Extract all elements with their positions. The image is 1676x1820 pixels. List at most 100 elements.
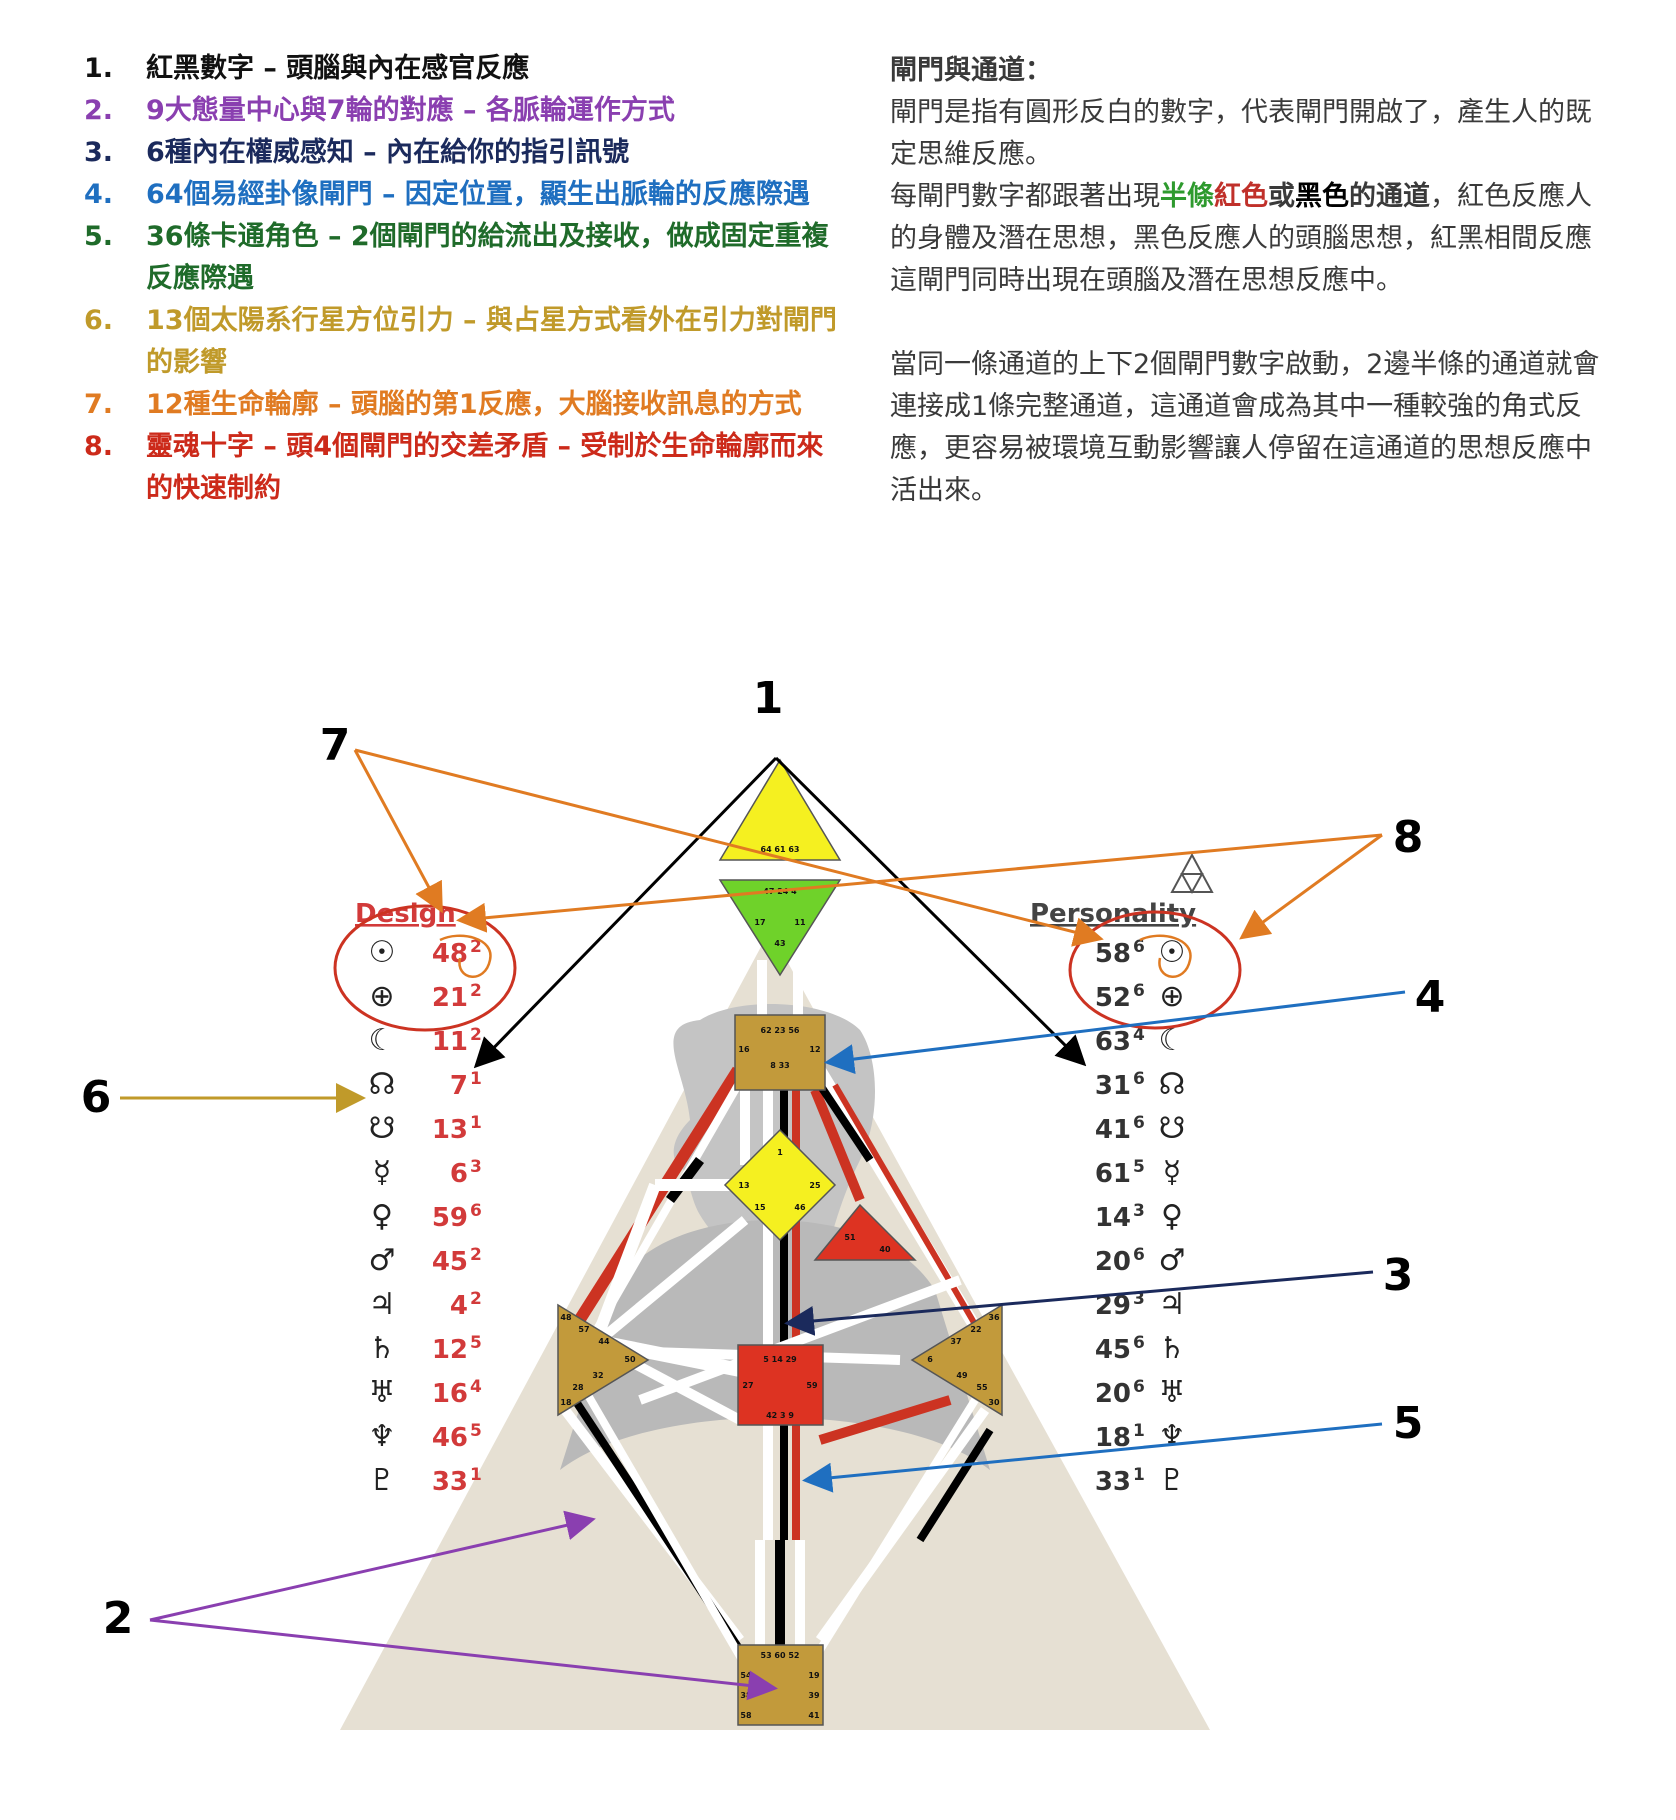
legend-item-text: 靈魂十字 – 頭4個閘門的交差矛盾 – 受制於生命輪廓而來的快速制約 <box>146 431 824 504</box>
gates-sacral-top: 5 14 29 <box>763 1355 797 1364</box>
gates-throat-mid: 8 33 <box>770 1061 789 1070</box>
personality-highlight-ellipse <box>1068 910 1242 1030</box>
design-line: 1 <box>470 1465 482 1485</box>
gates-spleen-d: 50 <box>624 1355 636 1364</box>
gates-head: 64 61 63 <box>761 845 800 854</box>
design-line: 1 <box>470 1069 482 1089</box>
design-gate: 6 <box>450 1159 468 1189</box>
explanation-paragraph-1: 閘門是指有圓形反白的數字，代表閘門開啟了，產生人的既定思維反應。 <box>890 97 1592 170</box>
gates-solar-c: 37 <box>950 1337 961 1346</box>
personality-line: 6 <box>1133 1377 1145 1397</box>
personality-line: 6 <box>1133 937 1145 957</box>
pluto-icon: ♇ <box>1159 1463 1186 1498</box>
callout-4: 4 <box>1415 972 1446 1023</box>
design-gate: 7 <box>450 1071 468 1101</box>
gates-g-left: 13 <box>738 1181 749 1190</box>
legend-item-text: 64個易經卦像閘門 – 因定位置，顯生出脈輪的反應際遇 <box>146 179 810 210</box>
legend-item-number: 6. <box>84 305 114 336</box>
personality-gate: 20 <box>1095 1247 1131 1277</box>
mars-icon: ♂ <box>369 1243 396 1278</box>
design-line: 2 <box>470 1245 482 1265</box>
gates-solar-b: 22 <box>970 1325 981 1334</box>
or-text: 或 <box>1268 181 1295 212</box>
design-gate: 11 <box>432 1027 468 1057</box>
design-line: 2 <box>470 1289 482 1309</box>
personality-line: 6 <box>1133 1245 1145 1265</box>
personality-line: 1 <box>1133 1421 1145 1441</box>
personality-gate: 31 <box>1095 1071 1131 1101</box>
arrow-8-left <box>456 833 1383 933</box>
mercury-icon: ☿ <box>373 1155 391 1190</box>
mars-icon: ♂ <box>1159 1243 1186 1278</box>
pluto-icon: ♇ <box>369 1463 396 1498</box>
p2-lead: 每閘門數字都跟著出現 <box>890 181 1160 212</box>
personality-gate: 52 <box>1095 983 1131 1013</box>
gates-root-l1: 54 <box>740 1671 752 1680</box>
callout-3: 3 <box>1383 1250 1414 1301</box>
personality-line: 4 <box>1133 1025 1145 1045</box>
design-line: 6 <box>470 1201 482 1221</box>
legend-item: 2. 9大態量中心與7輪的對應 – 各脈輪運作方式 <box>84 90 844 132</box>
personality-line: 6 <box>1133 1333 1145 1353</box>
g-center <box>723 1128 837 1242</box>
north-node-icon: ☊ <box>1159 1067 1186 1102</box>
gates-heart-right: 40 <box>879 1245 891 1254</box>
design-gate: 21 <box>432 983 468 1013</box>
black-text: 黑色 <box>1295 181 1349 212</box>
gates-spleen-c: 44 <box>598 1337 610 1346</box>
arrow-5 <box>802 1422 1383 1493</box>
design-line: 5 <box>470 1421 482 1441</box>
uranus-icon: ♅ <box>1159 1375 1186 1410</box>
legend-item-text: 紅黑數字 – 頭腦與內在感官反應 <box>146 53 530 84</box>
legend-item-number: 2. <box>84 95 114 126</box>
design-line: 3 <box>470 1157 482 1177</box>
gates-sacral-left: 27 <box>742 1381 753 1390</box>
design-gate: 13 <box>432 1115 468 1145</box>
arrow-7-left <box>353 749 443 914</box>
personality-gate: 61 <box>1095 1159 1131 1189</box>
gates-g-bottom-left: 15 <box>754 1203 766 1212</box>
personality-gate: 41 <box>1095 1115 1131 1145</box>
design-gate: 48 <box>432 939 468 969</box>
personality-line: 1 <box>1133 1465 1145 1485</box>
throat-center <box>734 1014 826 1091</box>
design-line: 4 <box>470 1377 482 1397</box>
personality-gate: 14 <box>1095 1203 1131 1233</box>
gates-solar-d: 6 <box>927 1355 933 1364</box>
legend-item: 3.6種內在權威感知 – 內在給你的指引訊號 <box>84 132 844 174</box>
legend-item: 4.64個易經卦像閘門 – 因定位置，顯生出脈輪的反應際遇 <box>84 174 844 216</box>
moon-icon: ☾ <box>369 1023 396 1058</box>
gates-ajna-bottom: 43 <box>774 939 785 948</box>
personality-line: 6 <box>1133 981 1145 1001</box>
gates-root-r2: 39 <box>808 1691 820 1700</box>
personality-gate: 45 <box>1095 1335 1131 1365</box>
legend-item-number: 3. <box>84 137 114 168</box>
earth-icon: ⊕ <box>1159 979 1184 1014</box>
sun-icon: ☉ <box>369 935 396 970</box>
legend-item-text: 13個太陽系行星方位引力 – 與占星方式看外在引力對閘門的影響 <box>146 305 837 378</box>
spleen-center <box>557 1303 650 1417</box>
neptune-icon: ♆ <box>369 1419 396 1454</box>
red-text: 紅色 <box>1214 181 1268 212</box>
gates-g-right: 25 <box>809 1181 821 1190</box>
jupiter-icon: ♃ <box>369 1287 396 1322</box>
arrow-2-upper <box>149 1510 596 1622</box>
design-line: 2 <box>470 1025 482 1045</box>
gates-throat-top: 62 23 56 <box>761 1026 800 1035</box>
mercury-icon: ☿ <box>1163 1155 1181 1190</box>
design-gate: 16 <box>432 1379 468 1409</box>
venus-icon: ♀ <box>1161 1199 1183 1234</box>
explanation-paragraph-3: 當同一條通道的上下2個閘門數字啟動，2邊半條的通道就會連接成1條完整通道，這通道… <box>890 349 1600 506</box>
personality-line: 5 <box>1133 1157 1145 1177</box>
personality-line: 6 <box>1133 1113 1145 1133</box>
gates-ajna-right: 11 <box>794 918 806 927</box>
neptune-icon: ♆ <box>1159 1419 1186 1454</box>
legend-item-text: 12種生命輪廓 – 頭腦的第1反應，大腦接收訊息的方式 <box>146 389 802 420</box>
legend-item: 5.36條卡通角色 – 2個閘門的給流出及接收，做成固定重複反應際遇 <box>84 216 844 300</box>
design-line: 5 <box>470 1333 482 1353</box>
gates-solar-f: 55 <box>976 1383 988 1392</box>
gates-spleen-b: 57 <box>578 1325 589 1334</box>
legend-item-text: 9大態量中心與7輪的對應 – 各脈輪運作方式 <box>146 95 675 126</box>
